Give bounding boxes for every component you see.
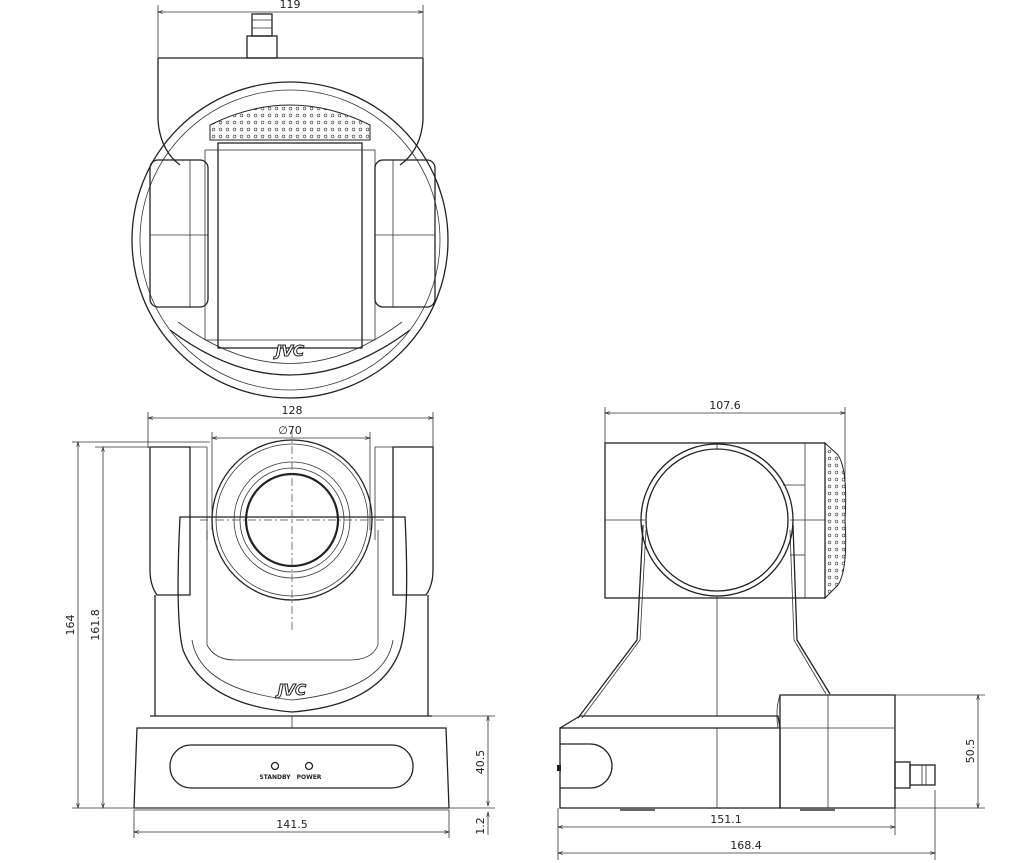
standby-label: STANDBY xyxy=(259,774,291,781)
yoke-front xyxy=(177,516,408,713)
dim-label-foot: 1.2 xyxy=(474,817,487,835)
front-view: 128 ∅70 JVC STANDBY POWER xyxy=(64,404,495,838)
right-arm-front xyxy=(392,446,434,596)
left-arm-top xyxy=(149,159,209,308)
power-led xyxy=(304,761,314,771)
right-arm-top xyxy=(374,159,436,308)
bnc-connector-side xyxy=(894,761,911,789)
dim-label-base-width: 141.5 xyxy=(276,818,308,831)
bnc-connector-top xyxy=(251,13,273,37)
dim-label-top-width: 119 xyxy=(280,0,301,11)
dim-label-total-height: 164 xyxy=(64,615,77,636)
dim-label-total-depth: 168.4 xyxy=(730,839,762,852)
dim-label-head-depth: 107.6 xyxy=(709,399,741,412)
standby-led xyxy=(270,761,280,771)
dim-label-base-depth: 151.1 xyxy=(710,813,742,826)
mic-grille-top xyxy=(209,104,371,141)
base-side xyxy=(559,727,781,809)
jvc-logo-top: JVC xyxy=(273,342,304,360)
side-view: 107.6 50.5 151.1 168.4 xyxy=(557,399,985,860)
left-arm-front xyxy=(149,446,191,596)
power-label: POWER xyxy=(297,774,322,781)
base-outline-top xyxy=(131,81,449,399)
mic-grille-side xyxy=(824,441,847,600)
indicator-panel xyxy=(169,744,414,789)
rear-box-side xyxy=(779,694,896,809)
dim-label-rear-height: 50.5 xyxy=(964,739,977,764)
top-view: 119 JVC xyxy=(131,0,449,399)
dim-label-front-width: 128 xyxy=(282,404,303,417)
jvc-logo-front: JVC xyxy=(275,681,306,699)
base-front xyxy=(133,727,450,809)
dim-label-inner-height: 161.8 xyxy=(89,609,102,641)
tilt-hub xyxy=(640,443,794,597)
camera-head-top xyxy=(217,142,363,349)
dim-label-lens-diameter: ∅70 xyxy=(278,424,302,437)
dim-label-base-height: 40.5 xyxy=(474,750,487,775)
